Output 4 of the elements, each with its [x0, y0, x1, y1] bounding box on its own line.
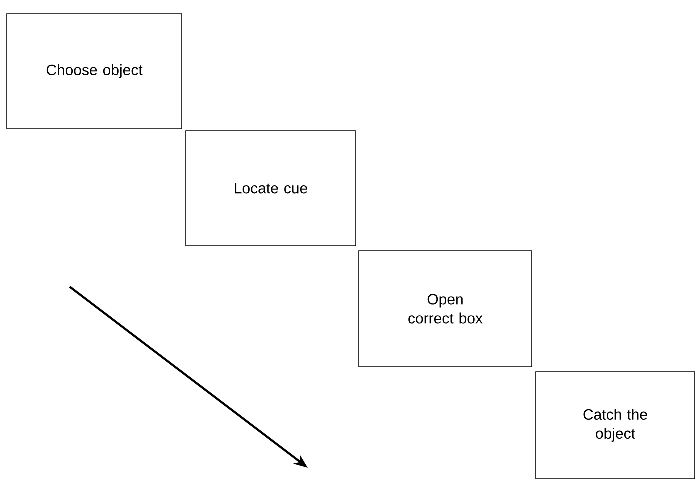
process-box: Catch the object — [536, 372, 696, 480]
process-box: Open correct box — [358, 250, 532, 368]
process-box: Choose object — [6, 14, 182, 130]
process-box: Locate cue — [186, 130, 356, 246]
